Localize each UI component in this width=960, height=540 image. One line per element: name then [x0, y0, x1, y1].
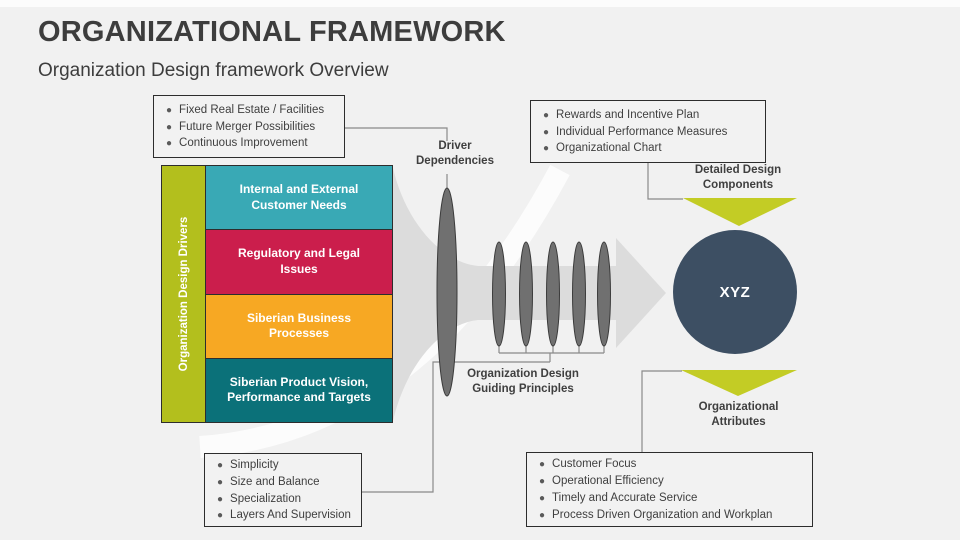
bullet-text: Individual Performance Measures [556, 125, 728, 138]
callout-detailed-design: ● Rewards and Incentive Plan ● Individual … [530, 100, 766, 163]
label-guiding-principles: Organization Design Guiding Principles [467, 368, 579, 395]
connector-lines [344, 127, 683, 493]
bullet-marker: ● [543, 109, 550, 121]
driver-row-regulatory: Regulatory and Legal Issues [205, 229, 393, 295]
bullet-item: ● Fixed Real Estate / Facilities [162, 102, 336, 119]
bullet-marker: ● [539, 459, 546, 471]
callout-organizational-attributes: ●Customer Focus ●Operational Efficiency … [526, 452, 813, 527]
principle-ellipse-3 [546, 241, 560, 347]
bullet-item: ● Customer Focus [535, 456, 804, 473]
bullet-item: ● Size and Balance [213, 474, 353, 491]
bullet-marker: ● [539, 476, 546, 488]
company-circle: XYZ [673, 230, 797, 354]
bullet-item: ● Process Driven Organization and Workpla… [535, 507, 804, 524]
bullet-marker: ● [543, 143, 550, 155]
callout-driver-dependencies: ● Fixed Real Estate / Facilities ● Future … [153, 95, 345, 158]
drivers-axis-label: Organization Design Drivers [177, 216, 190, 372]
bullet-text: Size and Balance [230, 475, 320, 488]
callout-guiding-principles: ● Simplicity ● Size and Balance ● Specializ… [204, 453, 362, 527]
bullet-item: ● Specialization [213, 491, 353, 508]
bullet-text: Process Driven Organization and Workplan [552, 508, 773, 521]
bullet-item: ● Layers And Supervision [213, 507, 353, 524]
driver-row-product-vision: Siberian Product Vision, Performance and… [205, 357, 393, 423]
company-name: XYZ [719, 283, 751, 301]
bullet-text: Operational Efficiency [552, 475, 664, 488]
slide-top-edge [0, 0, 960, 7]
bullet-text: Specialization [230, 492, 302, 505]
principle-ellipse-5 [597, 241, 611, 347]
bullet-marker: ● [166, 138, 173, 150]
bullet-item: ● Rewards and Incentive Plan [539, 107, 757, 124]
bullet-item: ● Organizational Chart [539, 140, 757, 157]
page-title: ORGANIZATIONAL FRAMEWORK [38, 16, 506, 48]
bullet-text: Layers And Supervision [230, 509, 351, 522]
driver-row-business-processes: Siberian Business Processes [205, 293, 393, 359]
triangle-down-bottom [681, 370, 797, 396]
bullet-text: Future Merger Possibilities [179, 120, 316, 133]
bullet-text: Customer Focus [552, 458, 637, 471]
principle-ellipse-4 [572, 241, 586, 347]
driver-stack: Internal and External Customer Needs Reg… [205, 165, 393, 423]
bullet-marker: ● [166, 121, 173, 133]
connector-bottom-right [641, 370, 682, 452]
page-subtitle: Organization Design framework Overview [38, 60, 389, 81]
bullet-marker: ● [217, 459, 224, 471]
connector-ellipse-bracket [498, 346, 605, 362]
principle-ellipse-2 [519, 241, 533, 347]
bullet-item: ● Simplicity [213, 457, 353, 474]
bullet-item: ● Continuous Improvement [162, 135, 336, 152]
bullet-text: Simplicity [230, 458, 279, 471]
bullet-marker: ● [217, 476, 224, 488]
principle-ellipse-1 [492, 241, 506, 347]
driver-dependency-ellipse [436, 187, 458, 397]
connector-bottom-left [361, 361, 550, 493]
label-organizational-attributes: Organizational Attributes [698, 401, 779, 428]
label-detailed-design-components: Detailed Design Components [694, 164, 782, 191]
bullet-item: ● Future Merger Possibilities [162, 119, 336, 136]
connector-top-right [647, 163, 683, 200]
bullet-text: Continuous Improvement [179, 137, 308, 150]
bullet-text: Fixed Real Estate / Facilities [179, 103, 325, 116]
dependency-ellipses [436, 187, 611, 397]
bullet-text: Rewards and Incentive Plan [556, 108, 700, 121]
triangle-down-top [683, 198, 797, 226]
bullet-item: ● Operational Efficiency [535, 473, 804, 490]
bullet-text: Organizational Chart [556, 142, 662, 155]
bullet-text: Timely and Accurate Service [552, 492, 698, 504]
bullet-item: ● Timely and Accurate Service [535, 490, 804, 507]
bullet-marker: ● [543, 126, 550, 138]
bullet-marker: ● [539, 509, 546, 521]
connector-top-left [344, 127, 448, 141]
bullet-item: ● Individual Performance Measures [539, 124, 757, 141]
bullet-marker: ● [166, 104, 173, 116]
bullet-marker: ● [217, 510, 224, 522]
drivers-axis-bar: Organization Design Drivers [161, 165, 206, 423]
bullet-marker: ● [539, 493, 546, 504]
driver-row-customer-needs: Internal and External Customer Needs [205, 165, 393, 231]
bullet-marker: ● [217, 493, 224, 505]
label-driver-dependencies: Driver Dependencies [416, 140, 494, 167]
